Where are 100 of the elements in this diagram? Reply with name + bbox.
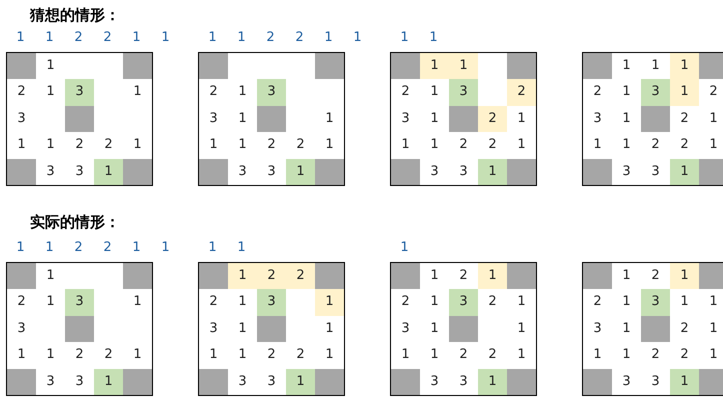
number-cell-text: 1 [429,293,440,312]
number-label: 1 [131,30,142,46]
marked-number-cell: 2 [286,263,315,290]
number-label: 2 [102,240,113,256]
number-cell-text: 1 [237,136,248,154]
highlighted-number-cell: 1 [478,368,507,395]
number-cell-text: 1 [621,83,632,102]
number-label: 1 [428,30,439,46]
number-cell-text: 1 [429,346,440,364]
number-cell-text: 1 [621,267,632,285]
marked-number-cell: 1 [670,79,699,106]
number-cell-text: 1 [237,110,248,128]
number-cell-text: 3 [650,162,661,181]
number-cell-text: 1 [132,293,143,312]
number-cell-text: 1 [516,136,527,154]
marked-number-cell: 1 [315,289,344,316]
number-cell-text: 1 [324,346,335,364]
number-cell-text: 3 [237,162,248,181]
number-cell-text: 3 [429,372,440,391]
number-cell-text: 1 [132,346,143,364]
marked-number-cell: 1 [478,263,507,290]
number-cell-text: 3 [429,162,440,181]
highlighted-number-cell: 1 [94,368,123,395]
highlighted-number-cell: 1 [286,368,315,395]
number-cell-text: 1 [592,136,603,154]
number-cell-text: 2 [458,346,469,364]
number-cell-text: 1 [429,320,440,338]
number-cell-text: 1 [708,320,719,338]
number-label: 1 [160,30,171,46]
number-cell-text: 1 [237,346,248,364]
number-cell-text: 2 [679,320,690,338]
number-label: 1 [207,240,218,256]
number-cell-text: 2 [487,293,498,312]
number-cell-text: 1 [516,110,527,128]
number-cell-text: 1 [45,136,56,154]
highlighted-number-cell: 3 [257,289,286,316]
highlighted-number-cell: 1 [94,158,123,185]
number-cell-text: 3 [650,372,661,391]
number-cell-text: 3 [621,162,632,181]
number-cell-text: 1 [592,346,603,364]
number-cell-text: 1 [621,136,632,154]
number-cell-text: 3 [400,320,411,338]
number-cell-text: 1 [516,320,527,338]
number-cell-text: 3 [400,110,411,128]
number-cell-text: 2 [650,267,661,285]
marked-number-cell: 1 [670,263,699,290]
number-label: 2 [265,30,276,46]
number-cell-text: 1 [16,136,27,154]
marked-number-cell: 1 [420,53,449,80]
number-cell-text: 1 [679,293,690,312]
number-cell-text: 2 [458,136,469,154]
number-cell-text: 2 [103,136,114,154]
number-cell-text: 2 [708,83,719,102]
number-cell-text: 3 [74,162,85,181]
highlighted-number-cell: 1 [670,158,699,185]
number-label: 1 [399,240,410,256]
highlighted-number-cell: 1 [478,158,507,185]
number-cell-text: 3 [592,110,603,128]
number-cell-text: 1 [324,320,335,338]
highlighted-number-cell: 3 [641,79,670,106]
number-cell-text: 1 [208,346,219,364]
number-cell-text: 1 [621,293,632,312]
number-cell-text: 1 [708,293,719,312]
number-cell-text: 1 [45,57,56,75]
number-cell-text: 2 [592,83,603,102]
number-cell-text: 1 [132,83,143,102]
number-cell-text: 2 [650,346,661,364]
number-cell-text: 1 [132,136,143,154]
number-cell-text: 2 [679,110,690,128]
highlighted-number-cell: 3 [257,79,286,106]
number-cell-text: 3 [74,372,85,391]
number-cell-text: 1 [708,346,719,364]
highlighted-number-cell: 1 [670,368,699,395]
number-cell-text: 1 [621,57,632,75]
number-label: 1 [160,240,171,256]
number-cell-text: 3 [208,110,219,128]
number-cell-text: 2 [16,83,27,102]
number-cell-text: 2 [295,136,306,154]
number-cell-text: 1 [708,136,719,154]
number-cell-text: 1 [516,346,527,364]
marked-number-cell: 1 [449,53,478,80]
number-cell-text: 2 [679,346,690,364]
number-cell-text: 2 [679,136,690,154]
number-cell-text: 2 [266,346,277,364]
number-cell-text: 2 [400,293,411,312]
number-cell-text: 1 [208,136,219,154]
number-cell-text: 3 [45,372,56,391]
number-cell-text: 1 [650,57,661,75]
number-cell-text: 3 [621,372,632,391]
marked-number-cell: 2 [257,263,286,290]
number-cell-text: 3 [45,162,56,181]
number-label: 1 [236,240,247,256]
highlighted-number-cell: 3 [449,79,478,106]
number-cell-text: 2 [487,136,498,154]
number-label: 1 [44,240,55,256]
number-cell-text: 1 [45,83,56,102]
number-cell-text: 1 [237,293,248,312]
number-cell-text: 2 [650,136,661,154]
number-cell-text: 1 [400,346,411,364]
number-cell-text: 1 [324,110,335,128]
